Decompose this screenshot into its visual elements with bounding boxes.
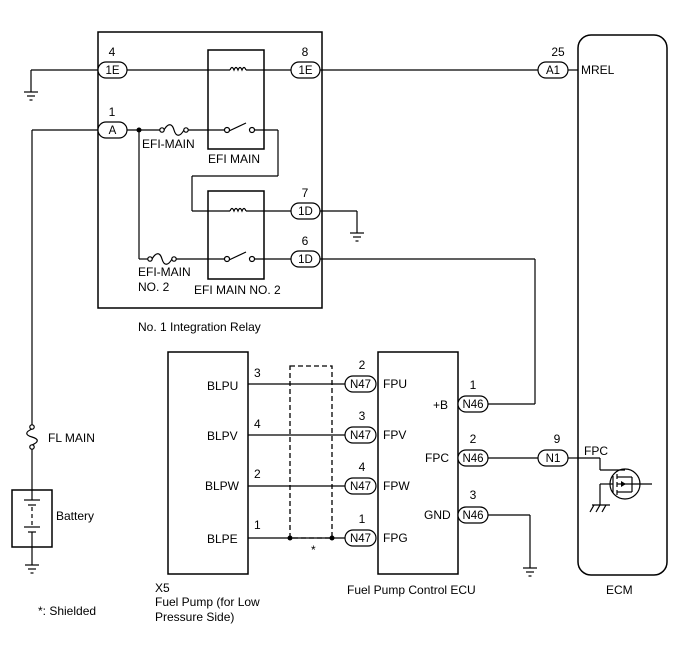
terminal-fpw: FPW: [383, 479, 410, 493]
terminal-blpe: BLPE: [207, 532, 238, 546]
terminal-fpg: FPG: [383, 531, 408, 545]
integration-relay-box: [97, 31, 323, 309]
ecm-box: [577, 34, 668, 576]
pin-3: 3: [470, 488, 477, 502]
fuse-icon: [29, 424, 35, 430]
connector-A-label: A: [109, 125, 117, 137]
junction-dot: [287, 535, 293, 541]
terminal-gnd: GND: [424, 508, 451, 522]
efi-main-no2-fuse-icon: [151, 253, 173, 265]
efi-main-contact-icon: [248, 126, 256, 134]
shield-mark: *: [311, 543, 316, 557]
efi-main-no2-coil-icon: [229, 207, 247, 213]
efi-main-fuse-icon: [163, 124, 185, 136]
pin-25: 25: [551, 45, 565, 59]
ground-icon: [25, 564, 39, 574]
connector-N46-b: [457, 395, 489, 413]
terminal-fpu: FPU: [383, 377, 407, 391]
pin-1: 1: [470, 378, 477, 392]
shield-note: *: Shielded: [38, 604, 96, 618]
fuse-icon: [183, 127, 189, 133]
connector-1E-4-label: 1E: [105, 65, 119, 77]
fuel-pump-id: X5: [155, 581, 170, 595]
connector-N47-fpw: [344, 477, 377, 495]
efi-main-no2-relay-label: EFI MAIN NO. 2: [194, 283, 281, 297]
pin-2: 2: [470, 432, 477, 446]
integration-relay-label: No. 1 Integration Relay: [138, 320, 261, 334]
connector-N47-fpg: [344, 529, 377, 547]
efi-main-fuse-label: EFI-MAIN: [142, 137, 195, 151]
connector-N46-label: N46: [462, 510, 483, 522]
fl-main-label: FL MAIN: [48, 431, 95, 445]
pin-3: 3: [359, 409, 366, 423]
fuse-icon: [159, 127, 165, 133]
efi-main-no2-fuse-label-2: NO. 2: [138, 280, 170, 294]
fuel-pump-box: [167, 351, 249, 575]
ground-icon: [350, 232, 364, 242]
terminal-blpv: BLPV: [207, 429, 238, 443]
terminal-blpu: BLPU: [207, 379, 238, 393]
connector-N47-label: N47: [350, 430, 371, 442]
fp-ecu-box: [377, 351, 459, 575]
connector-N47-fpu: [344, 375, 377, 393]
connector-A1-label: A1: [546, 65, 560, 77]
connector-N47-label: N47: [350, 533, 371, 545]
efi-main-contact-icon: [223, 126, 231, 134]
pin-2: 2: [359, 358, 366, 372]
fuel-pump-label: Fuel Pump (for Low: [155, 595, 260, 609]
terminal-fpc: FPC: [425, 451, 449, 465]
connector-N1-label: N1: [546, 453, 561, 465]
connector-N47-label: N47: [350, 481, 371, 493]
efi-main-coil-icon: [229, 66, 247, 72]
pin-3: 3: [254, 366, 261, 380]
pin-1: 1: [109, 105, 116, 119]
pin-6: 6: [302, 234, 309, 248]
fp-ecu-label: Fuel Pump Control ECU: [347, 583, 476, 597]
fuse-icon: [171, 256, 177, 262]
connector-N46-label: N46: [462, 399, 483, 411]
fuse-icon: [147, 256, 153, 262]
battery-icon: [24, 490, 40, 547]
pin-1: 1: [254, 518, 261, 532]
connector-N47-fpv: [344, 426, 377, 444]
mosfet-icon: [578, 457, 652, 513]
ecm-fpc-label: FPC: [584, 444, 608, 458]
ground-icon: [24, 91, 38, 101]
pin-7: 7: [302, 186, 309, 200]
efi-main-switch-icon: [228, 122, 247, 132]
junction-dot: [329, 535, 335, 541]
pin-2: 2: [254, 467, 261, 481]
pin-4: 4: [359, 460, 366, 474]
terminal-fpv: FPV: [383, 428, 406, 442]
battery-label: Battery: [56, 509, 94, 523]
connector-N47-label: N47: [350, 379, 371, 391]
mrel-label: MREL: [581, 63, 615, 77]
ground-icon: [523, 567, 537, 577]
pin-4: 4: [254, 417, 261, 431]
pin-9: 9: [554, 432, 561, 446]
efi-main-no2-relay: [207, 190, 265, 280]
efi-main-no2-switch-icon: [228, 251, 247, 261]
connector-N46-label: N46: [462, 453, 483, 465]
efi-main-relay-label: EFI MAIN: [208, 152, 260, 166]
fuse-icon: [29, 444, 35, 450]
fl-main-fuse-icon: [26, 428, 38, 446]
shield-box: [289, 365, 333, 539]
fuel-pump-label-2: Pressure Side): [155, 610, 234, 624]
terminal-plus-b: +B: [433, 398, 448, 412]
pin-1: 1: [359, 512, 366, 526]
pin-8: 8: [302, 45, 309, 59]
pin-4: 4: [109, 45, 116, 59]
efi-main-no2-contact-icon: [248, 255, 256, 263]
connector-1D-7-label: 1D: [298, 206, 313, 218]
connector-1D-6-label: 1D: [298, 254, 313, 266]
ecm-label: ECM: [606, 583, 633, 597]
efi-main-no2-contact-icon: [223, 255, 231, 263]
terminal-blpw: BLPW: [205, 479, 240, 493]
efi-main-no2-fuse-label: EFI-MAIN: [138, 265, 191, 279]
efi-main-relay: [207, 49, 265, 150]
connector-1E-8-label: 1E: [298, 65, 312, 77]
